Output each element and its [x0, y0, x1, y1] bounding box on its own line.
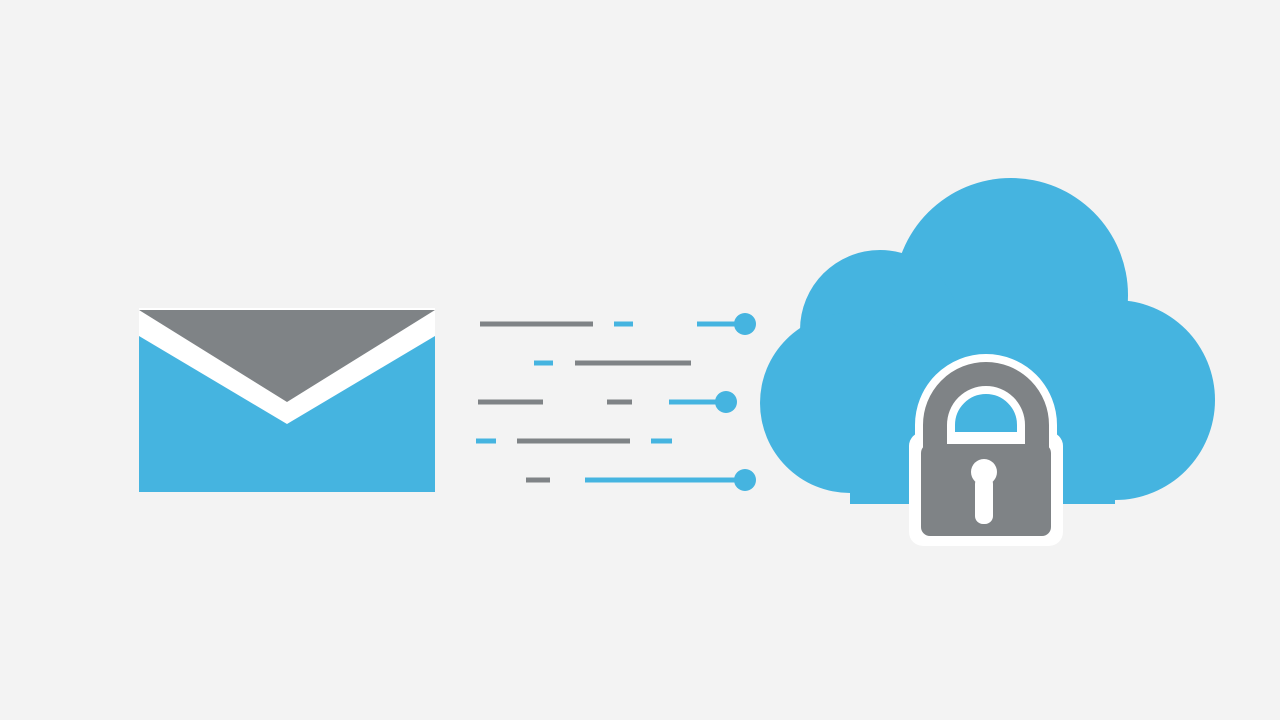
- envelope-icon: [139, 308, 435, 492]
- transfer-node: [734, 313, 756, 335]
- envelope-flap: [139, 310, 435, 402]
- padlock-icon: [909, 354, 1063, 546]
- keyhole-icon: [971, 459, 997, 524]
- cloud-icon: [760, 178, 1215, 504]
- padlock-shackle: [923, 362, 1049, 460]
- keyhole-slot: [975, 476, 993, 524]
- transfer-node: [715, 391, 737, 413]
- transfer-lines: [476, 313, 756, 491]
- transfer-node: [734, 469, 756, 491]
